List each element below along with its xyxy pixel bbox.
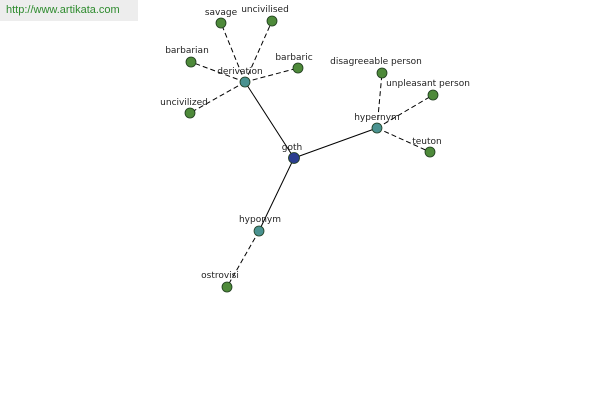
edge-derivation-uncivilized <box>189 81 246 114</box>
node-derivation[interactable] <box>239 76 251 88</box>
edge-goth-hypernym <box>293 127 378 159</box>
label-uncivilized: uncivilized <box>160 98 208 108</box>
edges-layer <box>189 20 434 288</box>
edge-hypernym-disagreeable <box>376 72 383 129</box>
watermark-url: http://www.artikata.com <box>0 0 138 21</box>
label-derivation: derivation <box>217 67 263 77</box>
label-hypernym: hypernym <box>354 113 400 123</box>
node-hyponym[interactable] <box>253 225 265 237</box>
edge-goth-derivation <box>244 81 295 159</box>
edge-derivation-barbaric <box>244 67 299 83</box>
label-hyponym: hyponym <box>239 215 281 225</box>
edge-derivation-uncivilised <box>244 20 273 83</box>
node-ostrovisi[interactable] <box>221 281 233 293</box>
label-ostrovisi: ostrovisi <box>201 271 239 281</box>
nodes-layer <box>184 15 439 293</box>
node-unpleasant[interactable] <box>427 89 439 101</box>
node-barbarian[interactable] <box>185 56 197 68</box>
edge-hypernym-unpleasant <box>376 94 434 129</box>
edge-hypernym-teuton <box>376 127 431 153</box>
edge-derivation-savage <box>220 22 246 83</box>
label-uncivilised: uncivilised <box>241 5 289 15</box>
node-goth[interactable] <box>288 152 300 164</box>
node-uncivilized[interactable] <box>184 107 196 119</box>
label-barbaric: barbaric <box>275 53 312 63</box>
node-savage[interactable] <box>215 17 227 29</box>
node-hypernym[interactable] <box>371 122 383 134</box>
edge-derivation-barbarian <box>190 61 246 83</box>
node-teuton[interactable] <box>424 146 436 158</box>
edge-hyponym-ostrovisi <box>226 230 260 288</box>
label-goth: goth <box>282 143 302 153</box>
label-disagreeable: disagreeable person <box>330 57 422 67</box>
label-savage: savage <box>205 8 238 18</box>
node-uncivilised[interactable] <box>266 15 278 27</box>
node-barbaric[interactable] <box>292 62 304 74</box>
label-teuton: teuton <box>412 137 442 147</box>
edge-goth-hyponym <box>258 157 295 232</box>
node-disagreeable[interactable] <box>376 67 388 79</box>
label-unpleasant: unpleasant person <box>386 79 470 89</box>
label-barbarian: barbarian <box>165 46 209 56</box>
